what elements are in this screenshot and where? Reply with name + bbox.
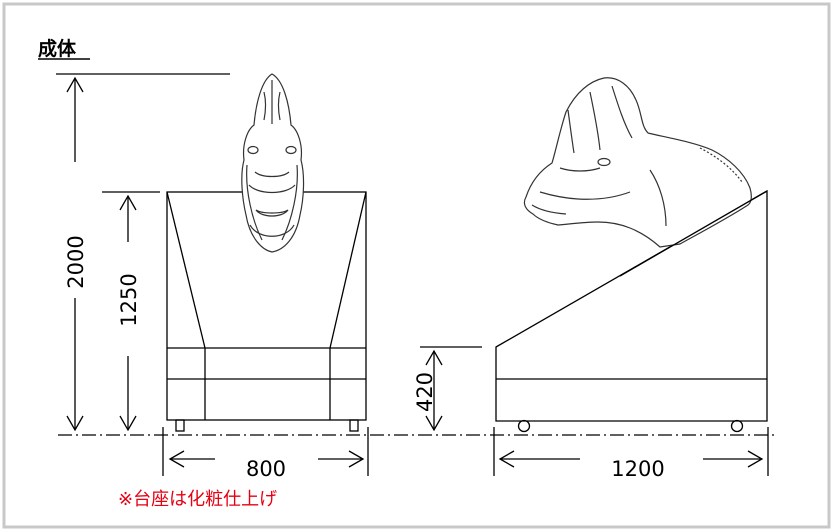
dim-base-height-label: 1250: [117, 273, 141, 326]
dim-side-height-label: 420: [413, 372, 437, 412]
dim-total-arrowhead-top: [66, 76, 84, 93]
finish-note: ※台座は化粧仕上げ: [118, 489, 277, 510]
dim-side-arrowhead-right: [747, 450, 764, 468]
dim-total-arrowhead-bottom: [66, 415, 84, 432]
dim-side-arrowhead-left: [498, 450, 515, 468]
dim-side-length-label: 1200: [611, 457, 664, 481]
side-dinosaur-head-illustration: [523, 77, 752, 248]
dim-front-width-label: 800: [246, 457, 286, 481]
dim-side-length: [493, 427, 769, 476]
dim-base-height: [102, 191, 160, 432]
dim-total-height-label: 2000: [64, 235, 88, 288]
dim-side-height: [420, 346, 482, 432]
dim-front-arrowhead-right: [348, 450, 365, 468]
diagram-title: 成体: [38, 37, 77, 60]
side-slope-top-edge: [619, 190, 768, 277]
side-wheel-left: [517, 419, 531, 433]
front-foot-left: [175, 419, 185, 432]
dim-side-arrowhead-bottom: [425, 415, 443, 432]
side-wheel-right: [730, 419, 744, 433]
front-dinosaur-head-illustration: [241, 73, 305, 253]
front-foot-right: [349, 419, 359, 432]
front-trapezoid-right: [329, 191, 367, 349]
dim-front-width: [162, 427, 369, 476]
dim-total-height: [56, 73, 230, 432]
dim-base-arrowhead-top: [119, 194, 137, 211]
front-view: [166, 191, 367, 432]
dim-side-arrowhead-top: [425, 349, 443, 366]
front-trapezoid-left: [166, 191, 206, 349]
dim-front-arrowhead-left: [168, 450, 185, 468]
dim-base-arrowhead-bottom: [119, 415, 137, 432]
